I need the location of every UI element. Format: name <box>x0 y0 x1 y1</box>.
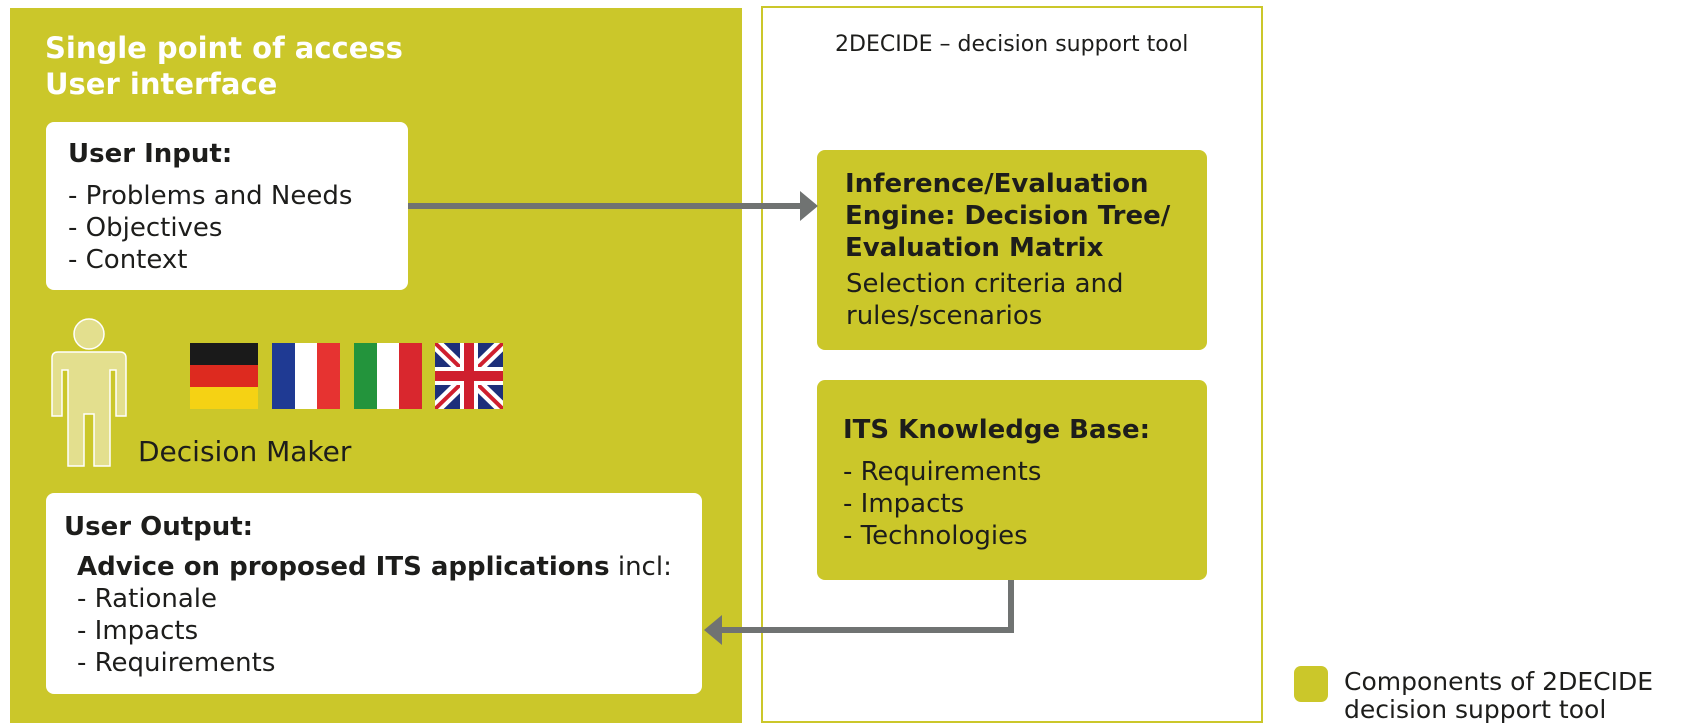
user-input-item: - Context <box>68 245 188 275</box>
engine-title-line: Inference/Evaluation <box>845 169 1149 199</box>
knowledge-base-title: ITS Knowledge Base: <box>843 415 1151 445</box>
user-input-box: User Input: - Problems and Needs - Objec… <box>46 122 408 290</box>
flag-france-icon <box>272 343 340 409</box>
user-input-title: User Input: <box>68 139 233 169</box>
engine-title-line: Evaluation Matrix <box>845 233 1104 263</box>
flag-uk-icon <box>435 343 503 409</box>
flag-italy-icon <box>354 343 422 409</box>
left-panel-title: Single point of access User interface <box>45 30 403 102</box>
inference-engine-box: Inference/Evaluation Engine: Decision Tr… <box>817 150 1207 350</box>
flag-germany-icon <box>190 343 258 409</box>
legend-line1: Components of 2DECIDE <box>1344 667 1653 696</box>
engine-desc-line: rules/scenarios <box>846 301 1043 331</box>
knowledge-base-item: - Technologies <box>843 521 1028 551</box>
left-panel-title-line1: Single point of access <box>45 31 403 65</box>
user-input-item: - Problems and Needs <box>68 181 353 211</box>
engine-desc-line: Selection criteria and <box>846 269 1124 299</box>
legend-swatch <box>1294 666 1328 702</box>
engine-title-line: Engine: Decision Tree/ <box>845 201 1171 231</box>
user-output-advice-rest: incl: <box>609 552 672 582</box>
user-output-item: - Impacts <box>77 616 199 646</box>
right-panel-title: 2DECIDE – decision support tool <box>835 32 1189 57</box>
knowledge-base-box: ITS Knowledge Base: - Requirements - Imp… <box>817 380 1207 580</box>
person-icon <box>51 318 127 467</box>
left-panel-title-line2: User interface <box>45 67 278 101</box>
user-input-item: - Objectives <box>68 213 223 243</box>
user-output-item: - Requirements <box>77 648 276 678</box>
user-output-title: User Output: <box>64 512 254 542</box>
user-output-item: - Rationale <box>77 584 218 614</box>
legend-line2: decision support tool <box>1344 695 1607 724</box>
user-output-advice: Advice on proposed ITS applications incl… <box>77 551 672 583</box>
knowledge-base-item: - Impacts <box>843 489 965 519</box>
user-output-box: User Output: Advice on proposed ITS appl… <box>46 493 702 694</box>
legend-text: Components of 2DECIDE decision support t… <box>1344 668 1653 724</box>
knowledge-base-item: - Requirements <box>843 457 1042 487</box>
user-output-advice-bold: Advice on proposed ITS applications <box>77 552 610 582</box>
decision-maker-label: Decision Maker <box>138 435 352 468</box>
